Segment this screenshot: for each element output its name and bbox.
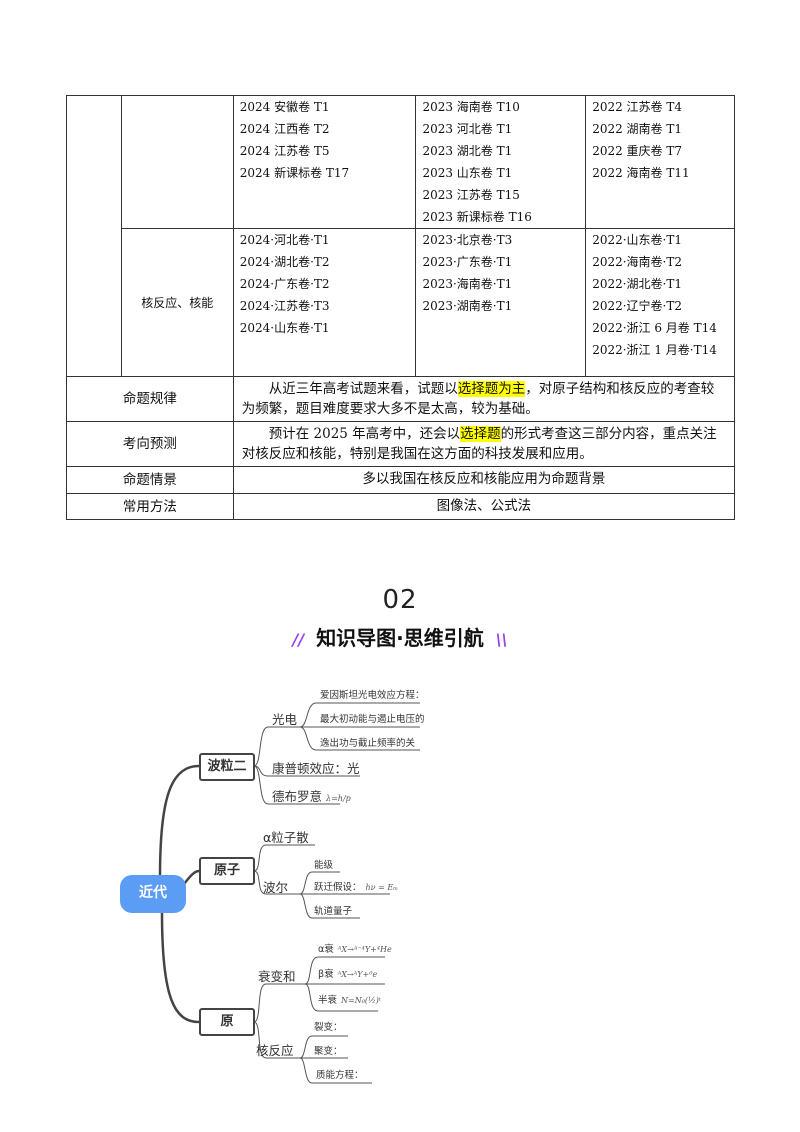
node-photo-item: 爱因斯坦光电效应方程： [320,690,425,701]
node-reaction-item: 裂变： [314,1022,343,1033]
exam-entry: 2024·江苏卷·T3 [239,299,330,313]
exam-entry: 2023·海南卷·T1 [422,277,513,291]
exam-entry: 2023·广东卷·T1 [422,255,513,269]
node-photo-item: 逸出功与截止频率的关 [320,738,416,749]
exam-analysis-table: 2024 安徽卷 T1 2024 江西卷 T2 2024 江苏卷 T5 2024 新课… [66,95,736,520]
node-photoelectric: 光电 [272,712,298,727]
methods-label: 常用方法 [66,493,234,520]
methods-text: 图像法、公式法 [232,493,736,520]
exam-entry: 2022·辽宁卷·T2 [592,299,682,313]
section-number: 02 [0,585,800,615]
node-photo-item: 最大初动能与遏止电压的 [320,714,425,725]
exam-entry: 2024·河北卷·T1 [239,233,330,247]
node-reaction-item: 质能方程： [316,1070,364,1081]
context-text: 多以我国在核反应和核能应用为命题背景 [232,466,736,494]
exam-entry: 2024·山东卷·T1 [239,321,330,335]
table-row: 核反应、核能 2024·河北卷·T1 2024·湖北卷·T2 2024·广东卷·T2… [67,228,735,377]
list-2023: 2023 海南卷 T10 2023 河北卷 T1 2023 湖北卷 T1 2023 山… [416,96,585,228]
exam-entry: 2023 山东卷 T1 [422,166,513,180]
exam-entry: 2022·浙江 1 月卷·T14 [592,343,717,357]
node-bohr-item: 能级 [314,860,334,871]
list-2024: 2024 安徽卷 T1 2024 江西卷 T2 2024 江苏卷 T5 2024 新课… [234,96,416,184]
exam-entry: 2023 江苏卷 T15 [422,188,520,202]
node-wave-particle: 波粒二 [199,753,255,781]
list-2023: 2023·北京卷·T3 2023·广东卷·T1 2023·海南卷·T1 2023·湖南… [416,229,585,317]
node-decay: 衰变和 [258,969,296,984]
forecast-text: 预计在 2025 年高考中，还会以选择题的形式考查这三部分内容，重点关注对核反应… [232,421,736,467]
table-row: 常用方法 图像法、公式法 [66,493,736,520]
exam-entry: 2024·广东卷·T2 [239,277,330,291]
exam-entry: 2022·山东卷·T1 [592,233,682,247]
node-bohr-item: 跃迁假设：hν = Eₘ [314,882,399,893]
node-compton: 康普顿效应：光 [272,761,360,776]
exam-entry: 2022 江苏卷 T4 [592,100,682,114]
exam-entry: 2024 江苏卷 T5 [239,144,330,158]
node-atom: 原子 [199,857,255,885]
node-reaction-item: 聚变： [314,1046,343,1057]
topic-cell: 核反应、核能 [120,228,234,377]
exam-entry: 2023 新课标卷 T16 [422,210,532,224]
exam-entry: 2022 湖南卷 T1 [592,122,682,136]
context-label: 命题情景 [66,466,234,494]
node-bohr-item: 轨道量子 [314,906,353,917]
exam-entry: 2022 重庆卷 T7 [592,144,682,158]
exam-entry: 2023·北京卷·T3 [422,233,513,247]
exam-entry: 2022·浙江 6 月卷 T14 [592,321,717,335]
table-row: 考向预测 预计在 2025 年高考中，还会以选择题的形式考查这三部分内容，重点关… [66,421,736,467]
exam-entry: 2022·湖北卷·T1 [592,277,682,291]
node-nucleus: 原 [199,1008,255,1036]
exam-entry: 2022·海南卷·T2 [592,255,682,269]
node-reaction: 核反应 [256,1043,294,1058]
node-alpha-scattering: α粒子散 [263,830,309,845]
exam-entry: 2023 湖北卷 T1 [422,144,513,158]
exam-entry: 2022 海南卷 T11 [592,166,690,180]
section-title: //知识导图·思维引航\\ [292,626,508,650]
list-2022: 2022·山东卷·T1 2022·海南卷·T2 2022·湖北卷·T1 2022·辽宁… [586,229,734,361]
list-2022: 2022 江苏卷 T4 2022 湖南卷 T1 2022 重庆卷 T7 2022 海南… [586,96,734,184]
exam-entry: 2024·湖北卷·T2 [239,255,330,269]
list-2024: 2024·河北卷·T1 2024·湖北卷·T2 2024·广东卷·T2 2024·江苏… [234,229,416,339]
exam-entry: 2023·湖南卷·T1 [422,299,513,313]
mindmap-root: 近代 [120,875,186,913]
rules-text: 从近三年高考试题来看，试题以选择题为主，对原子结构和核反应的考查较为频繁，题目难… [232,376,736,422]
exam-entry: 2024 新课标卷 T17 [239,166,350,180]
table-row: 2024 安徽卷 T1 2024 江西卷 T2 2024 江苏卷 T5 2024 新课… [66,95,735,377]
exam-entry: 2023 海南卷 T10 [422,100,520,114]
exam-entry: 2023 河北卷 T1 [422,122,513,136]
table-row: 命题情景 多以我国在核反应和核能应用为命题背景 [66,466,736,494]
rules-label: 命题规律 [66,376,234,422]
category-cell [66,95,122,377]
table-row: 命题规律 从近三年高考试题来看，试题以选择题为主，对原子结构和核反应的考查较为频… [66,376,736,422]
exam-entry: 2024 安徽卷 T1 [239,100,330,114]
node-bohr: 波尔 [263,880,289,895]
exam-entry: 2024 江西卷 T2 [239,122,330,136]
